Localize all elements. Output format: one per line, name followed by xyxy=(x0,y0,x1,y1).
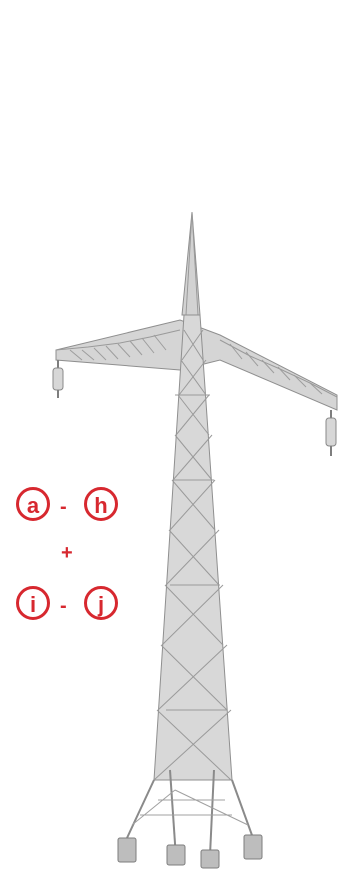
right-insulator xyxy=(325,410,337,456)
pylon-legs xyxy=(126,769,254,859)
crossarm-lattice xyxy=(69,334,323,395)
mast-lattice xyxy=(153,329,232,781)
left-insulator xyxy=(52,360,64,398)
foundation-blocks xyxy=(117,834,263,869)
leg-bracing xyxy=(131,789,249,826)
